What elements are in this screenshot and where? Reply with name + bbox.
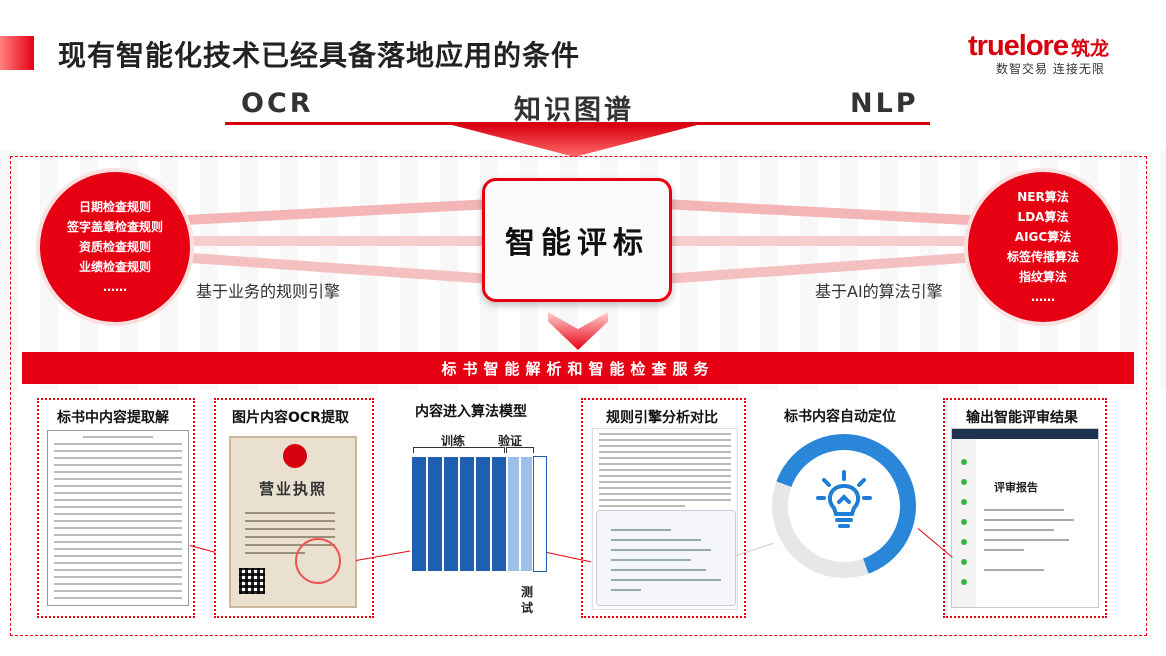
qr-code-icon	[239, 568, 265, 594]
json-code-box	[596, 510, 736, 606]
model-test-label: 测试	[521, 585, 534, 615]
logo-wordmark: truelore	[968, 30, 1069, 62]
rule-item: 日期检查规则	[78, 200, 151, 214]
left-flow-band	[150, 236, 490, 246]
logo-cn-name: 筑龙	[1070, 38, 1109, 60]
model-valid-label: 验证	[498, 434, 523, 448]
locate-ring-center	[788, 450, 900, 562]
tech-nlp: NLP	[850, 88, 919, 119]
lightbulb-icon	[816, 470, 872, 528]
smart-evaluation-box: 智能评标	[482, 178, 672, 302]
center-title: 智能评标	[505, 226, 649, 261]
algorithm-item: NER算法	[1017, 190, 1069, 204]
model-test-block	[533, 456, 547, 572]
business-license-image: 营业执照	[229, 436, 357, 608]
bracket	[506, 447, 534, 453]
algorithm-item: LDA算法	[1017, 210, 1069, 224]
evaluation-report-thumbnail: 评审报告	[951, 428, 1099, 608]
model-valid-blocks	[507, 456, 533, 572]
report-heading: 评审报告	[994, 481, 1038, 494]
bracket	[413, 447, 505, 453]
national-emblem-icon	[283, 444, 307, 468]
logo-slogan: 数智交易 连接无限	[996, 62, 1105, 76]
model-train-blocks	[411, 456, 507, 572]
tech-ocr: OCR	[241, 88, 314, 119]
step-title: 输出智能评审结果	[966, 410, 1078, 426]
step-title: 内容进入算法模型	[415, 404, 527, 420]
step-card-rule-engine	[581, 398, 746, 618]
rule-item: 签字盖章检查规则	[66, 220, 163, 234]
page-title: 现有智能化技术已经具备落地应用的条件	[58, 39, 581, 72]
algorithm-item: AIGC算法	[1014, 230, 1072, 244]
rule-item: 资质检查规则	[78, 240, 151, 254]
license-heading: 营业执照	[258, 480, 327, 498]
main-frame	[10, 156, 1147, 636]
step-card-report	[943, 398, 1107, 618]
right-flow-band	[670, 236, 1000, 246]
rule-engine-circle: 日期检查规则 签字盖章检查规则 资质检查规则 业绩检查规则 ……	[40, 172, 190, 322]
rule-engine-caption: 基于业务的规则引擎	[196, 282, 341, 301]
algorithm-item: 指纹算法	[1018, 270, 1067, 284]
step-title: 标书中内容提取解	[57, 410, 169, 426]
step-card-ocr	[214, 398, 374, 618]
algorithm-engine-circle: NER算法 LDA算法 AIGC算法 标签传播算法 指纹算法 ……	[968, 172, 1118, 322]
title-accent-bar	[0, 36, 34, 70]
step-title: 标书内容自动定位	[784, 409, 896, 425]
algorithm-engine-caption: 基于AI的算法引擎	[815, 282, 943, 301]
model-train-label: 训练	[441, 434, 466, 448]
tech-underline	[225, 122, 930, 125]
tech-knowledge-graph: 知识图谱	[514, 95, 634, 126]
service-bar: 标书智能解析和智能检查服务	[22, 352, 1134, 384]
step-title: 图片内容OCR提取	[232, 410, 349, 426]
step-card-extract	[37, 398, 195, 618]
rule-item: ……	[103, 280, 127, 294]
rule-item: 业绩检查规则	[78, 260, 151, 274]
document-thumbnail	[47, 430, 189, 606]
stamp-icon	[295, 538, 341, 584]
algorithm-item: ……	[1031, 290, 1055, 304]
algorithm-item: 标签传播算法	[1006, 250, 1079, 264]
step-title: 规则引擎分析对比	[606, 410, 718, 426]
